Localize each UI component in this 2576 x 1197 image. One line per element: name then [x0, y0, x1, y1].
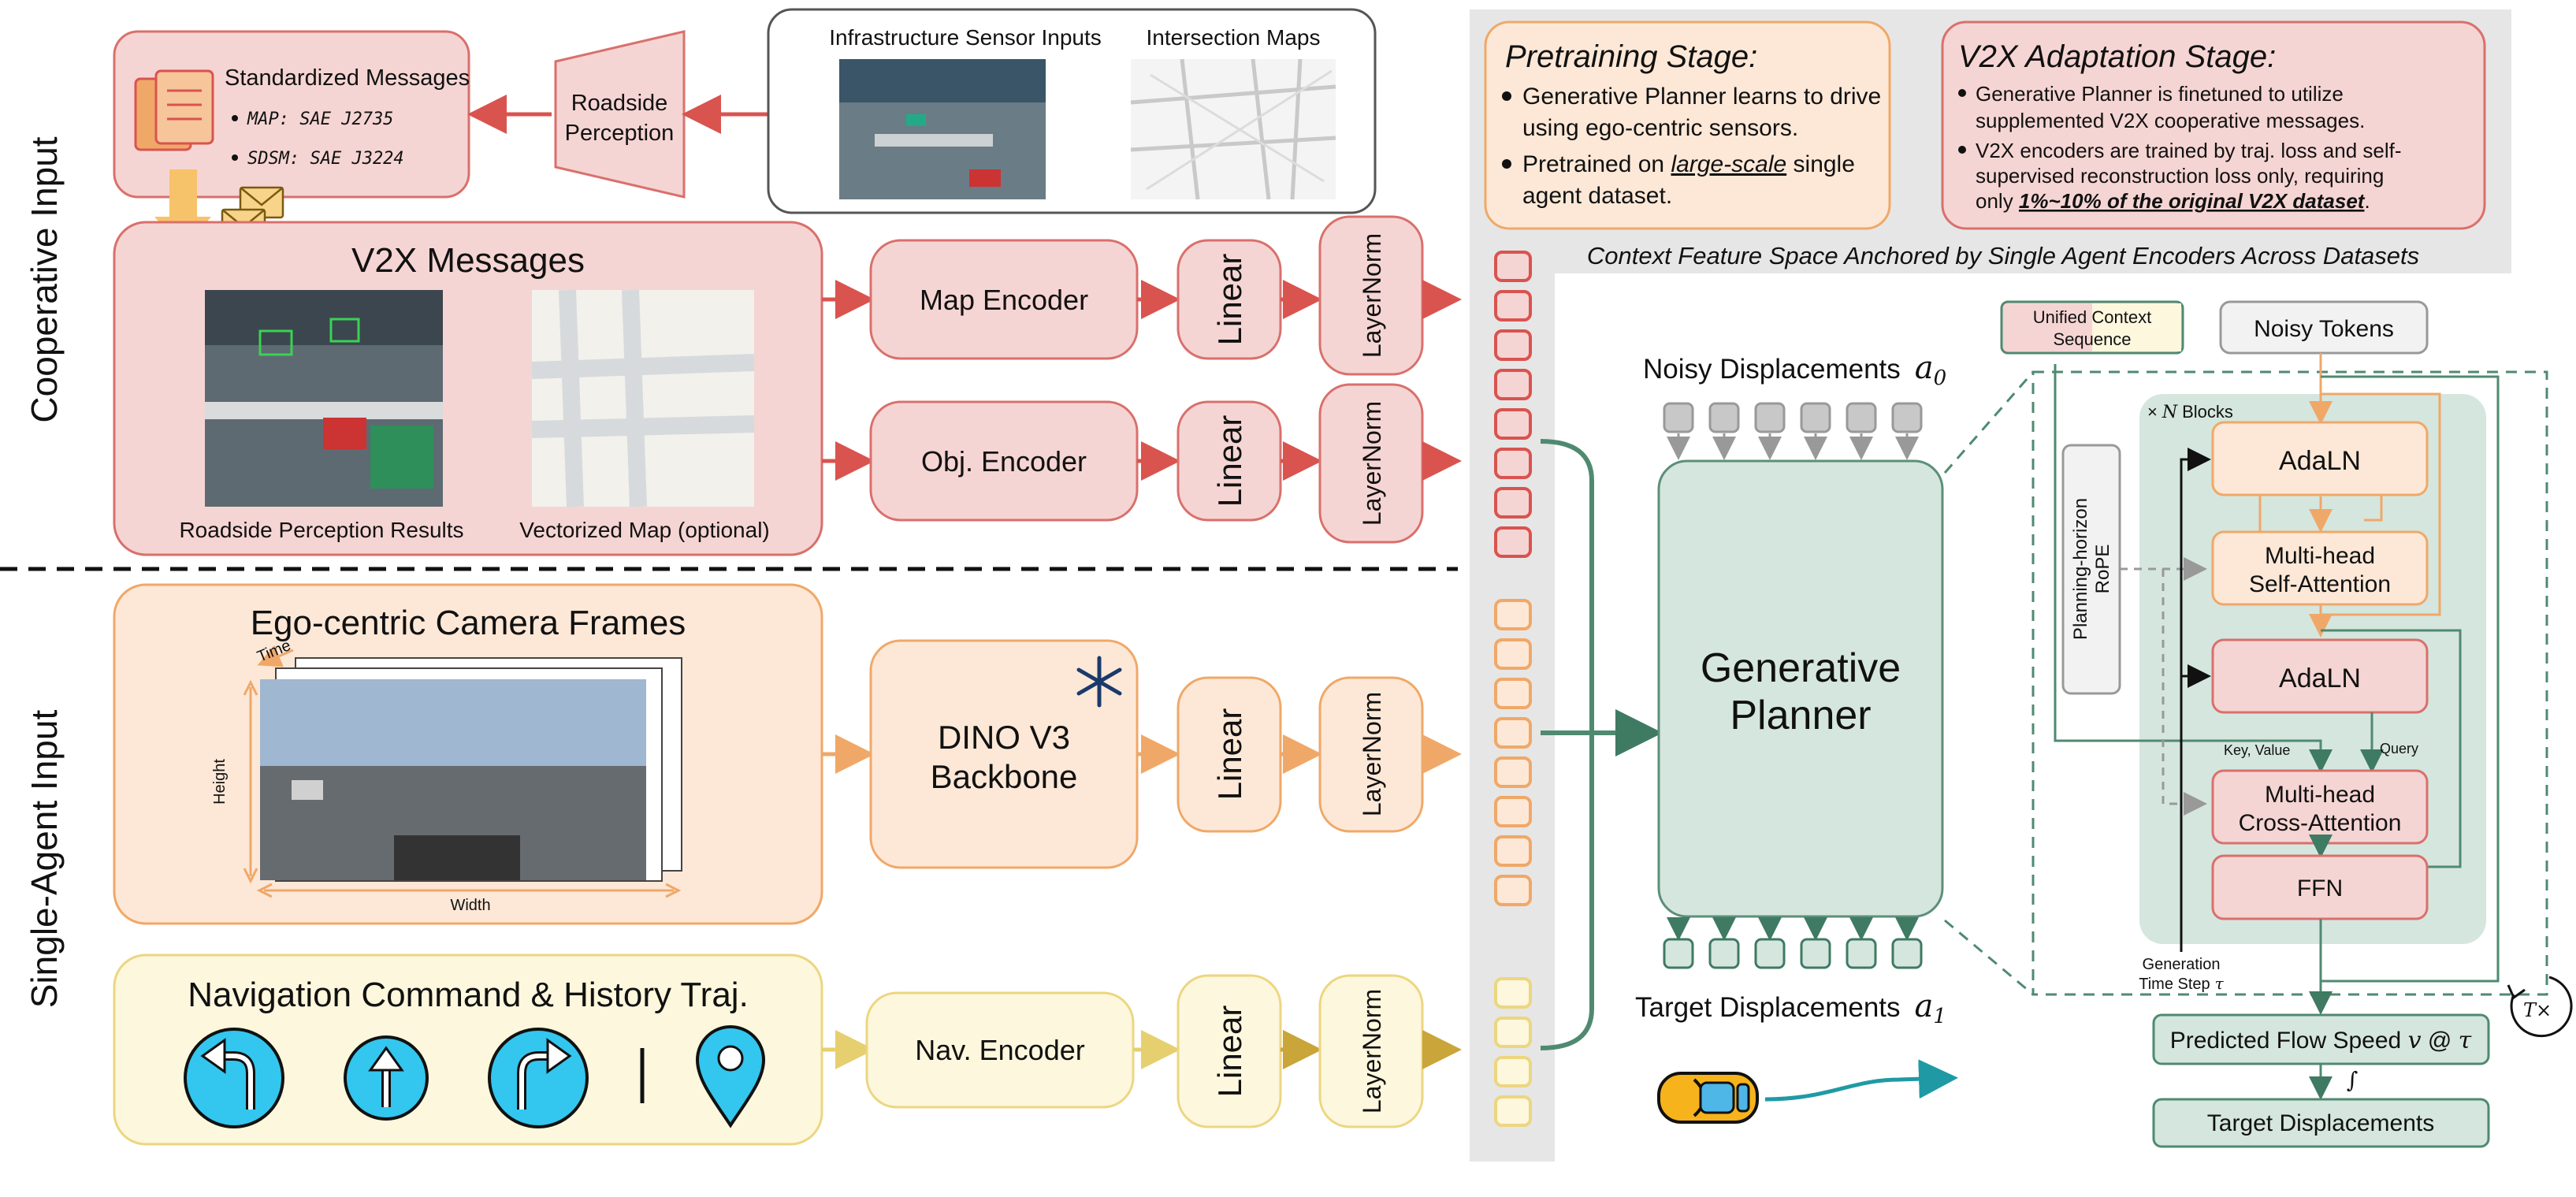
msg-sdsm: SDSM: SAE J3224: [247, 149, 404, 169]
gen-time-line1: Generation: [2143, 956, 2221, 973]
context-feature-caption: Context Feature Space Anchored by Single…: [1587, 242, 2419, 270]
rope-label-line2: RoPE: [2092, 545, 2113, 594]
v2x-bullet2-line2: supervised reconstruction loss only, req…: [1976, 164, 2384, 188]
token-bracket: [1540, 439, 1594, 1050]
ego-car-icon: [1657, 1072, 1759, 1124]
location-pin-icon: [695, 1025, 766, 1128]
pretraining-stage-box: [1484, 20, 1891, 230]
intersection-maps-label: Intersection Maps: [1147, 25, 1321, 50]
mhca-label-line2: Cross-Attention: [2239, 810, 2402, 836]
navigation-title: Navigation Command & History Traj.: [188, 976, 749, 1014]
t-times-label: T×: [2523, 999, 2552, 1021]
straight-icon: [344, 1035, 429, 1121]
target-displacements-out-label: Target Displacements: [2207, 1110, 2434, 1136]
cooperative-input-label: Cooperative Input: [24, 136, 65, 422]
block-detail-frame: [2031, 370, 2548, 996]
key-value-label: Key, Value: [2224, 742, 2290, 758]
generative-planner-line2: Planner: [1730, 693, 1871, 738]
adaln-2-block: [2211, 638, 2429, 714]
v2x-bullet1-line1: Generative Planner is finetuned to utili…: [1976, 82, 2344, 106]
v2x-bullet2-line1: V2X encoders are trained by traj. loss a…: [1976, 139, 2402, 162]
pretrain-bullet2-line2: agent dataset.: [1522, 183, 1672, 209]
pretrain-bullet2-line1: Pretrained on large-scale single: [1522, 151, 1855, 177]
obj-linear-label: Linear: [1211, 415, 1248, 507]
trajectory-arrow: [1764, 1059, 1958, 1102]
target-displacements-box: [2152, 1098, 2490, 1148]
obj-layernorm-label: LayerNorm: [1358, 401, 1386, 526]
mhsa-label-line1: Multi-head: [2265, 543, 2375, 569]
vectorized-map-image: [531, 289, 755, 507]
v2x-messages-title: V2X Messages: [351, 241, 585, 280]
infra-sensor-inputs-label: Infrastructure Sensor Inputs: [829, 25, 1102, 50]
predicted-flow-label: Predicted Flow Speed v @ τ: [2170, 1027, 2472, 1054]
roadside-perception-image: [205, 290, 443, 507]
adaln-1-label: AdaLN: [2279, 446, 2361, 476]
pretrain-bullet1-line1: Generative Planner learns to drive: [1522, 84, 1881, 110]
mhsa-block: [2211, 530, 2429, 606]
single-agent-input-label: Single-Agent Input: [24, 710, 65, 1009]
nav-token-column: [1494, 977, 1532, 1127]
msg-map: MAP: SAE J2735: [247, 110, 393, 129]
map-layernorm-label: LayerNorm: [1358, 233, 1386, 358]
ego-camera-title: Ego-centric Camera Frames: [251, 604, 686, 642]
v2x-adaptation-stage-box: [1941, 20, 2486, 230]
nav-encoder-label: Nav. Encoder: [915, 1034, 1084, 1066]
ego-linear-label: Linear: [1211, 708, 1248, 801]
ego-token-column: [1494, 599, 1532, 906]
roadside-perception-line1: Roadside: [571, 91, 668, 116]
infra-camera-image: [839, 59, 1046, 199]
snowflake-icon: [1076, 656, 1122, 708]
dino-label-line2: Backbone: [931, 758, 1078, 795]
integral-symbol: ∫: [2347, 1067, 2359, 1093]
document-icon: [134, 69, 214, 151]
roadside-perception-line2: Perception: [565, 121, 675, 146]
intersection-map-image: [1130, 58, 1336, 200]
roadside-perception-block: [554, 30, 686, 199]
noisy-tokens-label: Noisy Tokens: [2254, 316, 2394, 342]
ffn-label: FFN: [2297, 875, 2343, 901]
noisy-tokens-box: [2219, 300, 2429, 355]
height-axis-label: Height: [211, 759, 229, 805]
vectorized-map-caption: Vectorized Map (optional): [519, 518, 770, 542]
noisy-token-row: [1663, 402, 1923, 460]
map-linear-label: Linear: [1211, 254, 1248, 346]
pretrain-bullet1-line2: using ego-centric sensors.: [1522, 115, 1798, 141]
dino-label-line1: DINO V3: [938, 719, 1070, 756]
turn-left-icon: [184, 1028, 284, 1128]
mhca-label-line1: Multi-head: [2265, 782, 2375, 808]
ego-camera-frames: [260, 657, 682, 882]
obj-encoder-label: Obj. Encoder: [921, 445, 1087, 478]
width-axis-label: Width: [450, 897, 490, 914]
unified-context-line1: Unified Context: [2033, 307, 2151, 327]
generative-planner-line1: Generative: [1701, 645, 1901, 691]
nav-layernorm-label: LayerNorm: [1358, 989, 1386, 1113]
adaln-1-block: [2211, 421, 2429, 496]
generative-planner-block: [1657, 459, 1944, 918]
standardized-messages-title: Standardized Messages: [225, 65, 470, 91]
adaln-2-label: AdaLN: [2279, 664, 2361, 693]
target-token-row: [1663, 917, 1923, 969]
mhsa-label-line2: Self-Attention: [2249, 571, 2391, 597]
pretraining-stage-title: Pretraining Stage:: [1505, 39, 1757, 74]
turn-right-icon: [488, 1028, 589, 1128]
v2x-token-column: [1494, 251, 1532, 558]
v2x-bullet2-line3: only 1%~10% of the original V2X dataset.: [1976, 189, 2370, 213]
v2x-adaptation-title: V2X Adaptation Stage:: [1958, 39, 2276, 74]
map-encoder-label: Map Encoder: [920, 284, 1088, 316]
rope-label-line1: Planning-horizon: [2070, 498, 2091, 640]
loop-icon: [2507, 976, 2573, 1038]
unified-context-line2: Sequence: [2053, 329, 2131, 349]
v2x-bullet1-line2: supplemented V2X cooperative messages.: [1976, 109, 2365, 132]
query-label: Query: [2380, 741, 2418, 756]
roadside-perception-results-caption: Roadside Perception Results: [179, 518, 463, 542]
nav-linear-label: Linear: [1211, 1006, 1248, 1098]
ego-layernorm-label: LayerNorm: [1358, 692, 1386, 816]
